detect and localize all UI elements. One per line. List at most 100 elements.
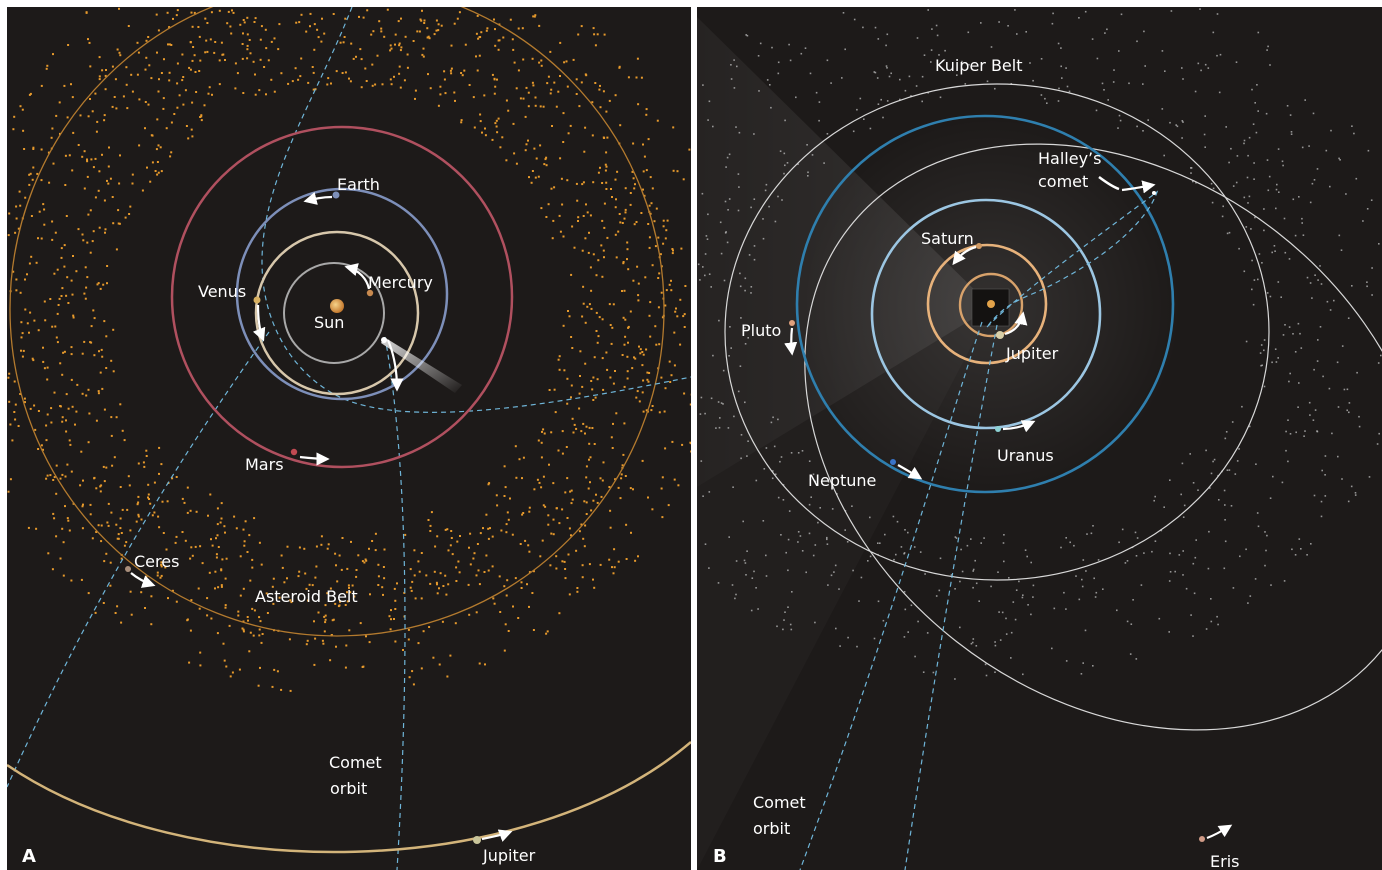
kuiper-dot	[1086, 533, 1088, 535]
kuiper-dot	[1260, 344, 1263, 346]
asteroid-dot	[332, 618, 335, 621]
asteroid-dot	[585, 465, 588, 468]
asteroid-dot	[506, 511, 509, 514]
asteroid-dot	[578, 392, 581, 395]
kuiper-dot	[1104, 32, 1106, 34]
asteroid-dot	[557, 90, 560, 93]
neptune-orbit	[795, 114, 1175, 494]
asteroid-dot	[585, 203, 587, 206]
asteroid-dot	[59, 557, 62, 560]
asteroid-dot	[114, 78, 117, 81]
asteroid-dot	[484, 134, 487, 137]
kuiper-dot	[753, 245, 756, 247]
asteroid-dot	[24, 401, 26, 404]
saturn-orbit	[926, 243, 1048, 365]
kuiper-dot	[1210, 182, 1213, 185]
asteroid-dot	[509, 18, 512, 21]
asteroid-dot	[210, 538, 212, 541]
asteroid-dot	[683, 326, 686, 328]
asteroid-dot	[522, 456, 525, 459]
asteroid-dot	[191, 25, 194, 28]
asteroid-dot	[183, 501, 186, 504]
asteroid-dot	[479, 120, 482, 123]
asteroid-dot	[209, 38, 212, 41]
asteroid-dot	[487, 483, 490, 486]
kuiper-dot	[1232, 587, 1235, 589]
asteroid-dot	[645, 169, 648, 172]
kuiper-dot	[895, 553, 897, 556]
asteroid-dot	[644, 276, 647, 279]
asteroid-dot	[463, 69, 466, 72]
asteroid-dot	[28, 183, 31, 186]
asteroid-dot	[101, 355, 104, 358]
asteroid-dot	[119, 403, 122, 406]
asteroid-dot	[143, 465, 146, 468]
asteroid-dot	[500, 529, 503, 532]
asteroid-dot	[559, 41, 562, 44]
asteroid-dot	[502, 36, 505, 39]
kuiper-dot	[919, 551, 922, 553]
asteroid-dot	[231, 671, 234, 674]
asteroid-dot	[429, 87, 432, 90]
asteroid-dot	[99, 485, 102, 488]
asteroid-dot	[261, 633, 264, 635]
asteroid-dot	[286, 577, 288, 580]
asteroid-dot	[566, 377, 569, 380]
asteroid-dot	[246, 57, 249, 60]
asteroid-dot	[103, 320, 106, 323]
asteroid-dot	[105, 69, 107, 71]
asteroid-dot	[29, 407, 32, 410]
asteroid-dot	[89, 209, 92, 212]
asteroid-dot	[97, 282, 100, 285]
asteroid-dot	[46, 413, 49, 416]
asteroid-dot	[54, 325, 57, 328]
asteroid-dot	[174, 541, 177, 544]
eris-orbit	[804, 143, 1382, 731]
asteroid-dot	[588, 563, 591, 566]
asteroid-dot	[137, 515, 140, 518]
asteroid-dot	[81, 392, 84, 395]
asteroid-dot	[483, 571, 486, 573]
asteroid-dot	[632, 142, 635, 145]
asteroid-dot	[137, 513, 140, 516]
asteroid-dot	[312, 88, 315, 91]
asteroid-dot	[320, 40, 323, 43]
asteroid-dot	[663, 410, 666, 413]
asteroid-dot	[486, 27, 489, 30]
asteroid-dot	[7, 234, 10, 237]
asteroid-dot	[439, 85, 442, 88]
asteroid-dot	[620, 473, 623, 476]
asteroid-dot	[610, 436, 613, 439]
asteroid-dot	[63, 244, 66, 247]
kuiper-dot	[1144, 65, 1146, 67]
kuiper-dot	[1294, 554, 1297, 556]
asteroid-dot	[671, 248, 674, 250]
kuiper-dot	[1192, 482, 1195, 484]
eris-arrow	[1206, 824, 1233, 840]
kuiper-dot	[1195, 181, 1197, 184]
kuiper-dot	[1338, 157, 1340, 160]
asteroid-dot	[175, 535, 178, 538]
asteroid-dot	[494, 85, 497, 88]
asteroid-dot	[112, 328, 115, 331]
asteroid-dot	[241, 43, 244, 45]
asteroid-dot	[51, 325, 54, 328]
kuiper-dot	[921, 100, 923, 103]
asteroid-dot	[19, 204, 22, 207]
kuiper-dot	[801, 450, 804, 452]
asteroid-dot	[216, 507, 219, 510]
kuiper-dot	[701, 192, 704, 195]
asteroid-dot	[170, 44, 173, 46]
asteroid-dot	[141, 189, 144, 192]
asteroid-dot	[29, 311, 32, 314]
asteroid-dot	[496, 78, 498, 81]
asteroid-dot	[633, 187, 636, 190]
asteroid-dot	[581, 183, 584, 186]
kuiper-dot	[780, 534, 782, 536]
kuiper-dot	[744, 562, 747, 564]
kuiper-dot	[1081, 578, 1083, 581]
asteroid-dot	[533, 147, 536, 150]
kuiper-dot	[724, 232, 727, 234]
kuiper-dot	[1261, 262, 1263, 264]
asteroid-dot	[40, 148, 43, 151]
